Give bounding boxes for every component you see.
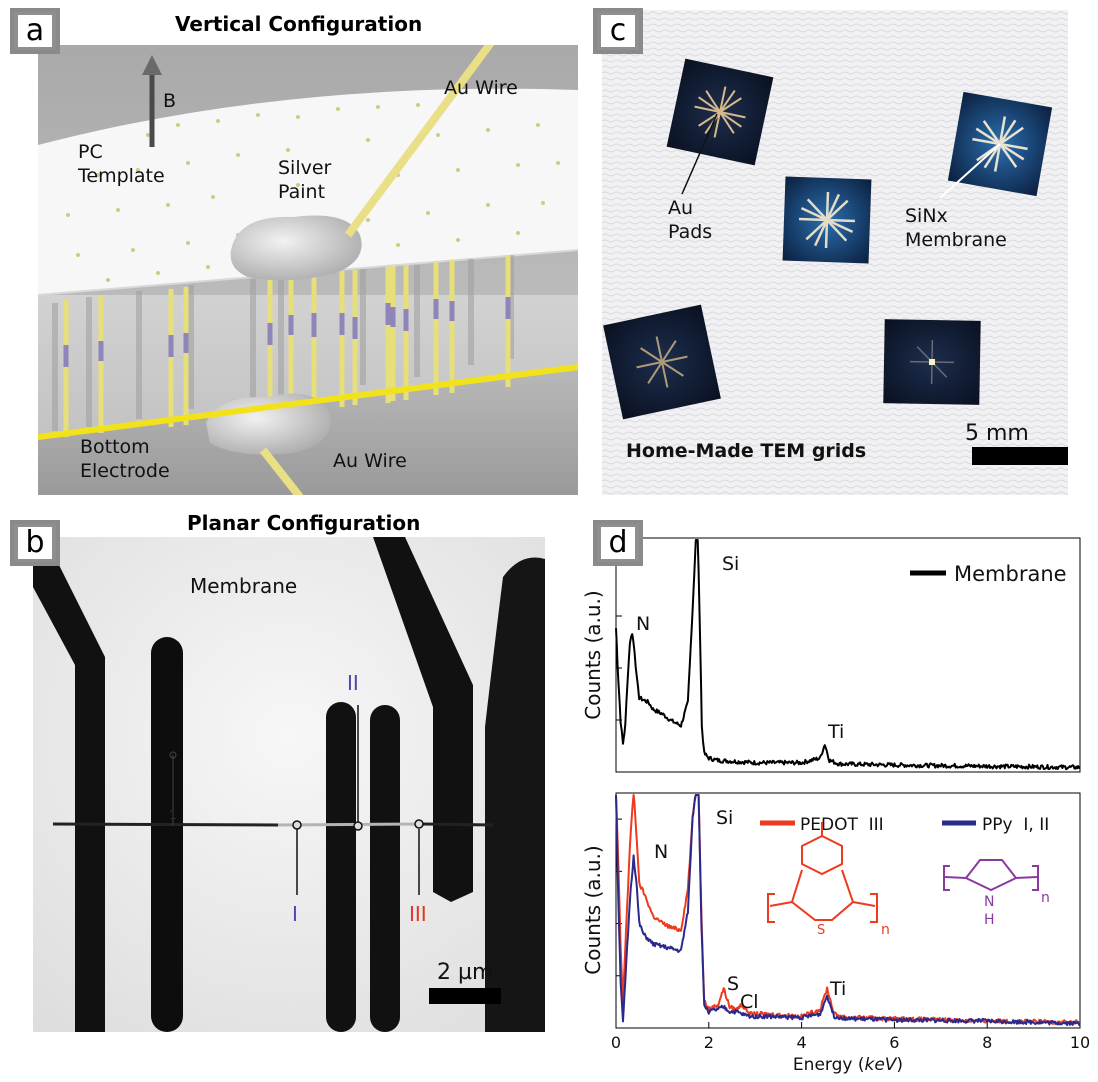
- legend-pedot-label: PEDOT III: [800, 815, 884, 835]
- au-pads-label: Au Pads: [668, 197, 713, 243]
- bottom-annotation-s: S: [727, 973, 739, 995]
- panel-a-title: Vertical Configuration: [175, 12, 423, 36]
- legend-membrane-label: Membrane: [954, 562, 1067, 586]
- x-axis-label: Energy (keV): [793, 1055, 903, 1075]
- legend-ppy-label: PPy I, II: [982, 815, 1049, 835]
- silver-paint-label: Silver Paint: [278, 157, 332, 203]
- panel-b-badge: b: [10, 520, 60, 566]
- ppy-nitrogen: N: [984, 894, 994, 910]
- pedot-sulfur: S: [817, 923, 825, 938]
- x-tick-label: 4: [797, 1033, 807, 1052]
- sinx-membrane-label: SiNx Membrane: [905, 205, 1007, 251]
- b-field-label: B: [163, 90, 177, 112]
- top-annotation-si: Si: [722, 553, 739, 575]
- bottom-annotation-n: N: [654, 841, 668, 863]
- series-line-membrane: [615, 539, 1081, 771]
- ppy-structure: [943, 859, 1039, 892]
- x-tick-label: 10: [1070, 1033, 1090, 1052]
- bottom-annotation-si: Si: [716, 807, 733, 829]
- bottom-plot-frame: [615, 792, 1081, 1029]
- x-tick-label: 8: [982, 1033, 992, 1052]
- ppy-hydrogen: H: [984, 912, 995, 928]
- panel-b-scale-label: 2 µm: [437, 960, 494, 985]
- pedot-subscript: n: [881, 922, 890, 938]
- tem-grids-photo: [602, 10, 1068, 495]
- pc-template-label: PC Template: [78, 141, 165, 187]
- bottom-annotation-cl: Cl: [740, 991, 759, 1013]
- tem-grids-caption: Home-Made TEM grids: [626, 440, 867, 462]
- planar-configuration-micrograph: [33, 537, 545, 1032]
- vertical-configuration-illustration: [38, 45, 578, 495]
- au-wire-bottom-label: Au Wire: [333, 450, 407, 472]
- x-tick-label: 0: [611, 1033, 621, 1052]
- panel-c-scale-label: 5 mm: [965, 421, 1029, 446]
- panel-d-badge: d: [593, 520, 643, 566]
- bottom-electrode-label: Bottom Electrode: [80, 436, 170, 482]
- bottom-y-axis-label: Counts (a.u.): [581, 845, 605, 974]
- bottom-annotation-ti: Ti: [829, 978, 846, 1000]
- marker-ii-label: II: [347, 671, 359, 695]
- au-wire-top-label: Au Wire: [444, 77, 518, 99]
- x-tick-label: 2: [704, 1033, 714, 1052]
- panel-c-badge: c: [593, 8, 643, 54]
- marker-iii-label: III: [409, 902, 427, 926]
- panel-a-badge: a: [10, 8, 60, 54]
- panel-b-title: Planar Configuration: [187, 511, 421, 535]
- ppy-subscript: n: [1041, 890, 1050, 906]
- pedot-structure: [767, 822, 878, 923]
- series-line-ppy: [615, 794, 1081, 1027]
- membrane-label: Membrane: [190, 574, 298, 598]
- eds-spectra-chart: 0 2 4 6 8 10 Counts (a.u.) Counts (a.u.) Ener…: [581, 537, 1090, 1075]
- x-tick-label: 6: [889, 1033, 899, 1052]
- top-y-axis-label: Counts (a.u.): [581, 590, 605, 719]
- stray-mark-label: 1: [169, 808, 177, 822]
- top-annotation-ti: Ti: [827, 721, 844, 743]
- top-annotation-n: N: [636, 613, 650, 635]
- marker-i-label: I: [292, 902, 298, 926]
